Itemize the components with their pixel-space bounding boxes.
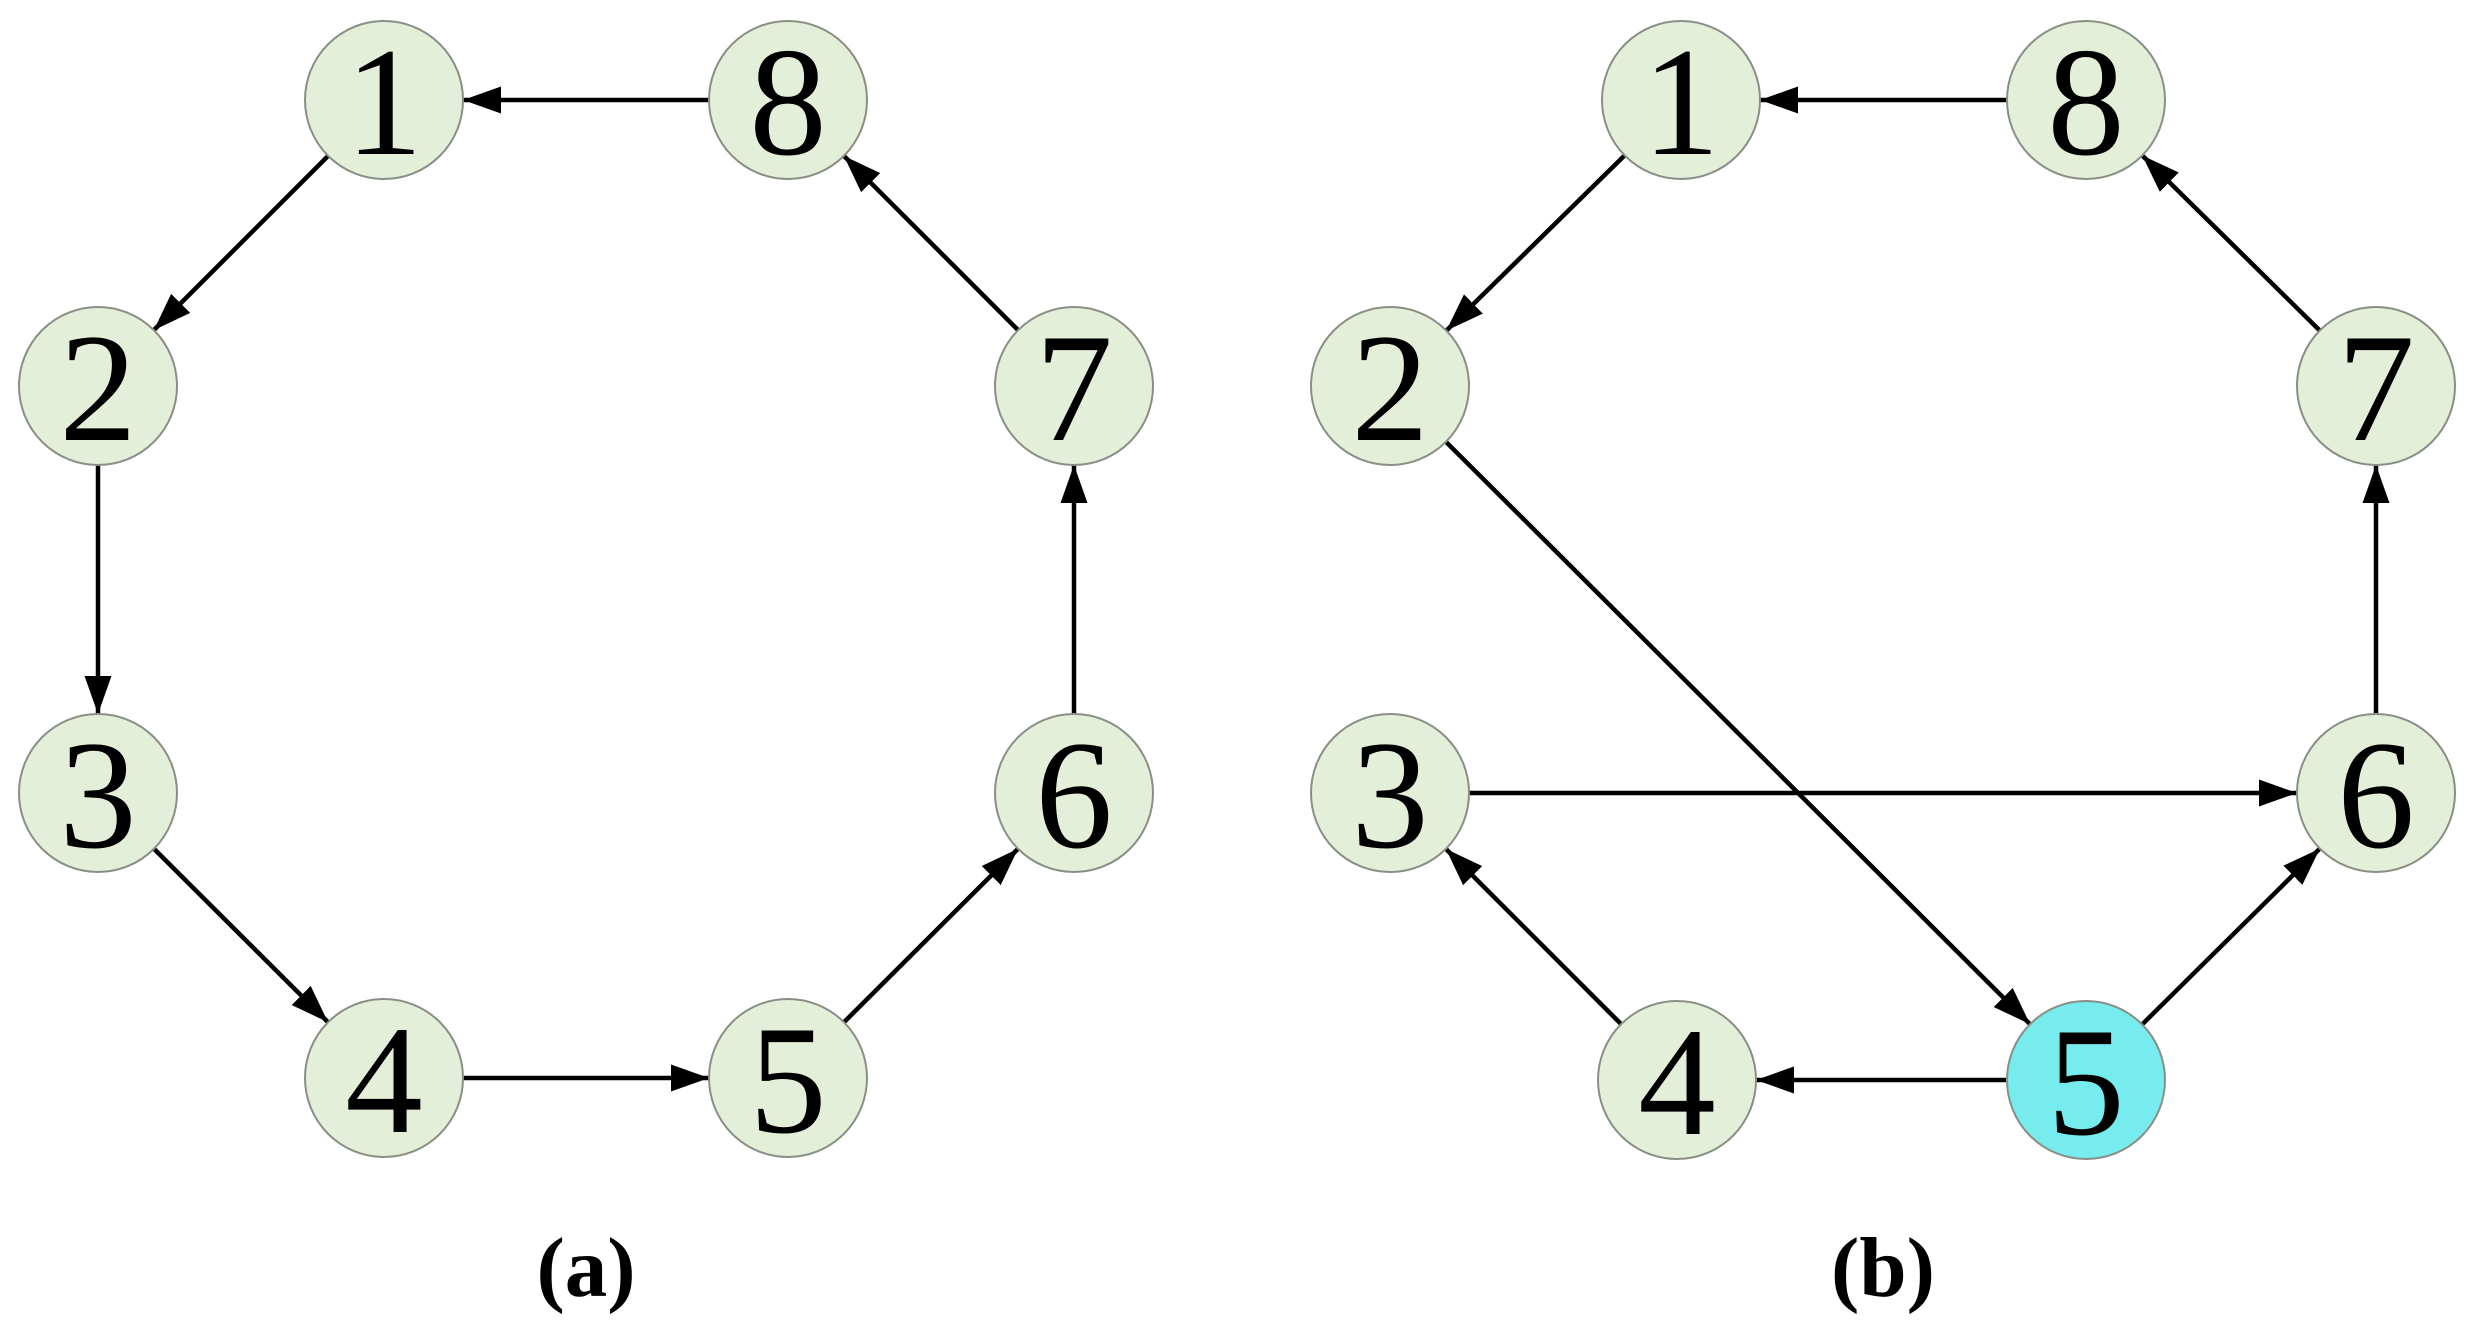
node-label-a-3: 3 <box>59 709 137 881</box>
node-a-5 <box>708 998 868 1158</box>
node-b-2 <box>1310 306 1470 466</box>
edge-a-7-8 <box>842 154 1020 332</box>
edge-a-3-4 <box>152 847 330 1024</box>
node-label-a-2: 2 <box>59 302 137 474</box>
node-a-6 <box>994 713 1154 873</box>
node-b-1 <box>1601 20 1761 180</box>
node-label-b-1: 1 <box>1642 16 1720 188</box>
node-a-4 <box>304 998 464 1158</box>
node-b-8 <box>2006 20 2166 180</box>
node-label-a-4: 4 <box>345 994 423 1166</box>
node-b-3 <box>1310 713 1470 873</box>
node-label-b-6: 6 <box>2337 709 2415 881</box>
node-label-a-6: 6 <box>1035 709 1113 881</box>
edge-a-1-2 <box>152 154 330 332</box>
node-b-6 <box>2296 713 2456 873</box>
caption-a: (a) <box>536 1221 635 1315</box>
caption-b: (b) <box>1831 1221 1935 1315</box>
node-a-7 <box>994 306 1154 466</box>
node-label-b-4: 4 <box>1638 996 1716 1168</box>
edge-a-5-6 <box>842 847 1020 1024</box>
node-label-b-8: 8 <box>2047 16 2125 188</box>
node-label-b-7: 7 <box>2337 302 2415 474</box>
node-label-b-2: 2 <box>1351 302 1429 474</box>
node-a-3 <box>18 713 178 873</box>
edge-b-5-6 <box>2140 846 2322 1027</box>
node-label-a-7: 7 <box>1035 302 1113 474</box>
edge-b-1-2 <box>1444 153 1627 333</box>
node-b-7 <box>2296 306 2456 466</box>
diagram-a: 1 2 3 4 5 6 7 8 <box>18 16 1154 1166</box>
node-label-a-5: 5 <box>749 994 827 1166</box>
node-a-2 <box>18 306 178 466</box>
node-a-1 <box>304 20 464 180</box>
edge-b-2-5 <box>1444 440 2032 1026</box>
node-b-4 <box>1597 1000 1757 1160</box>
node-label-a-1: 1 <box>345 16 423 188</box>
node-b-5-highlighted <box>2006 1000 2166 1160</box>
node-label-a-8: 8 <box>749 16 827 188</box>
node-a-8 <box>708 20 868 180</box>
edge-b-7-8 <box>2140 153 2322 333</box>
diagram-b: 1 2 3 4 5 6 7 8 <box>1310 16 2456 1168</box>
node-label-b-5: 5 <box>2047 996 2125 1168</box>
edge-b-4-3 <box>1444 847 1623 1026</box>
node-label-b-3: 3 <box>1351 709 1429 881</box>
